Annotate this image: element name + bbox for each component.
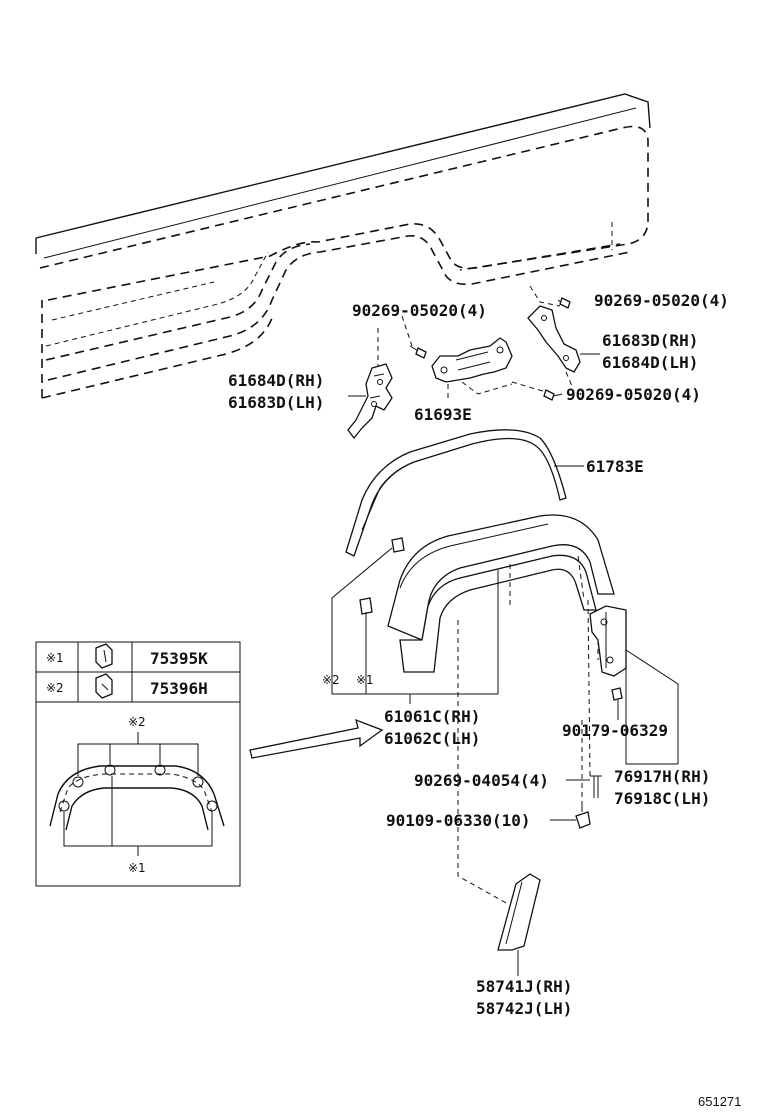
label-bracket-rear-rh: 76917H(RH) <box>614 767 710 786</box>
bracket-left <box>347 328 393 440</box>
label-flare-rh: 61061C(RH) <box>384 707 480 726</box>
direction-arrow <box>249 718 384 759</box>
legend-mark-top: ※2 <box>128 715 146 729</box>
bolt-mid-right <box>511 381 563 401</box>
diagram-code: 651271 <box>698 1094 741 1109</box>
label-bracket-rh-top: 61683D(RH) <box>602 331 698 350</box>
clip-pin <box>587 599 602 798</box>
flare-leaders <box>331 547 499 704</box>
label-mark1: ※1 <box>356 673 374 687</box>
nut <box>611 687 623 720</box>
fender-flare <box>387 514 615 673</box>
clip1-icon <box>95 643 113 669</box>
label-mark2: ※2 <box>322 673 340 687</box>
clip-lower <box>359 597 373 615</box>
legend-row1-mark: ※1 <box>46 651 64 665</box>
label-bolt-mid-right: 90269-05020(4) <box>566 385 701 404</box>
label-nut: 90179-06329 <box>562 721 668 740</box>
legend-box: ※1 ※2 75395K 75396H <box>35 641 241 887</box>
label-bolt-top-left: 90269-05020(4) <box>352 301 487 320</box>
clip2-icon <box>95 673 113 699</box>
bracket-right <box>527 285 581 387</box>
bracket-center <box>431 337 513 400</box>
label-bracket-rear-lh: 76918C(LH) <box>614 789 710 808</box>
label-bracket-left-rh: 61684D(RH) <box>228 371 324 390</box>
flare-sketch <box>49 732 225 856</box>
label-screw: 90109-06330(10) <box>386 811 531 830</box>
legend-row2-part: 75396H <box>150 679 208 698</box>
legend-row2-mark: ※2 <box>46 681 64 695</box>
label-bracket-center: 61693E <box>414 405 472 424</box>
label-bracket-left-lh: 61683D(LH) <box>228 393 324 412</box>
label-mudguard-rh: 58741J(RH) <box>476 977 572 996</box>
label-mudguard-lh: 58742J(LH) <box>476 999 572 1018</box>
legend-mark-bottom: ※1 <box>128 861 146 875</box>
moulding <box>345 429 567 557</box>
mud-guard <box>457 620 541 951</box>
label-moulding: 61783E <box>586 457 644 476</box>
label-bolt-top-right: 90269-05020(4) <box>594 291 729 310</box>
label-flare-lh: 61062C(LH) <box>384 729 480 748</box>
bed-side-panel <box>35 93 651 399</box>
screw <box>575 720 591 829</box>
legend-row1-part: 75395K <box>150 649 208 668</box>
clip-upper <box>391 537 405 553</box>
label-clip: 90269-04054(4) <box>414 771 549 790</box>
bolt-left <box>401 315 427 359</box>
label-bracket-lh-top: 61684D(LH) <box>602 353 698 372</box>
bracket-rear <box>589 605 679 765</box>
